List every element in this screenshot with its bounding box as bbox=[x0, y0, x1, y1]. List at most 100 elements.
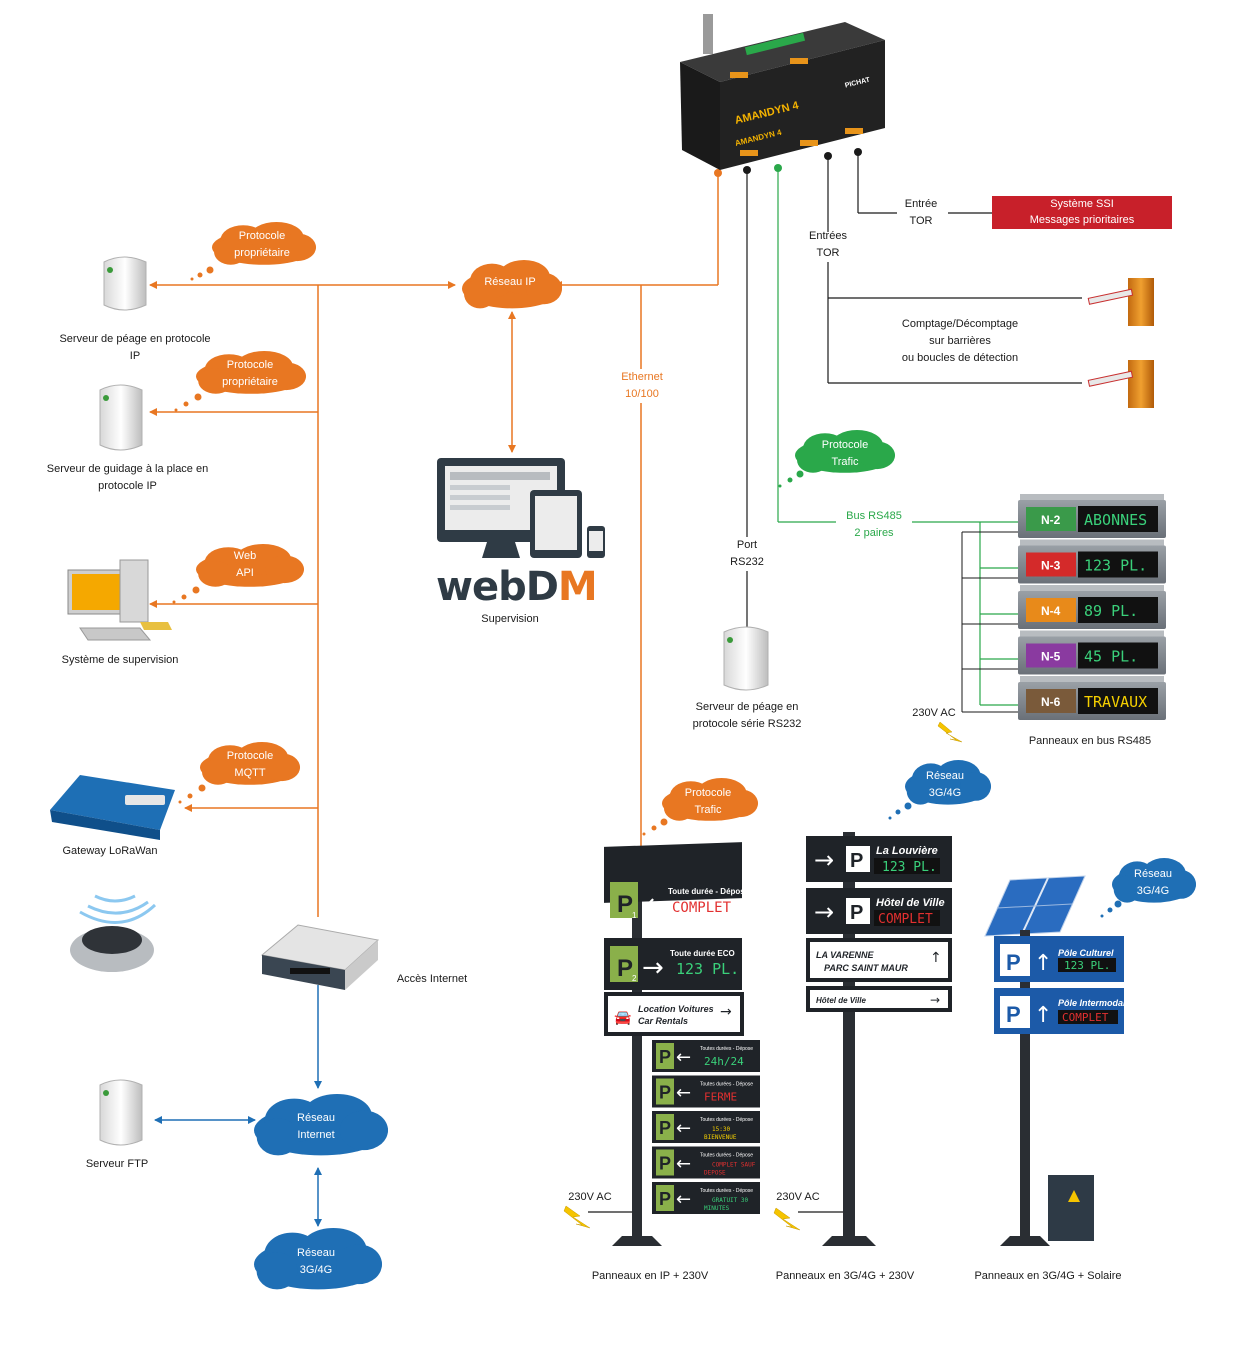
barrier-icon bbox=[1087, 278, 1154, 326]
ac-bus-label: 230V AC bbox=[912, 707, 956, 719]
g3-sign-4-text: Hôtel de Ville bbox=[816, 996, 866, 1005]
solar-sign-2-name: Pôle Intermodal bbox=[1058, 998, 1126, 1008]
cloud-internet bbox=[254, 1094, 388, 1156]
lightning-icon bbox=[937, 721, 963, 743]
svg-text:↑: ↑ bbox=[1034, 951, 1052, 976]
panneaux-ip-label: Panneaux en IP + 230V bbox=[591, 1270, 709, 1282]
g3-sign-pole: → P La Louvière 123 PL. → P Hôtel de Vil… bbox=[806, 832, 952, 1246]
clouds bbox=[172, 222, 1196, 1290]
sign-p2-value: 123 PL. bbox=[676, 960, 739, 978]
supervision-system-label: Système de supervision bbox=[61, 654, 179, 666]
bus-panel-level: N-4 bbox=[1041, 604, 1061, 618]
svg-text:P: P bbox=[850, 902, 863, 924]
small-sign-value: DEPOSE bbox=[704, 1170, 726, 1177]
g3-sign-3-line2: PARC SAINT MAUR bbox=[824, 963, 908, 973]
svg-text:↑: ↑ bbox=[1034, 1003, 1052, 1028]
svg-text:2: 2 bbox=[632, 974, 637, 983]
cloud-3g-bottom bbox=[254, 1228, 382, 1290]
amandyn-controller: AMANDYN 4 AMANDYN 4 PICHAT bbox=[680, 14, 885, 170]
solar-sign-2-value: COMPLET bbox=[1062, 1011, 1109, 1024]
svg-text:←: ← bbox=[676, 1083, 691, 1104]
small-sign-value: 24h/24 bbox=[704, 1055, 744, 1068]
small-sign-value: BIENVENUE bbox=[704, 1134, 737, 1141]
svg-text:↑: ↑ bbox=[930, 950, 942, 966]
small-sign-title: Toutes durées - Dépose bbox=[700, 1082, 753, 1088]
small-sign-title: Toutes durées - Dépose bbox=[700, 1046, 753, 1052]
small-sign-value: GRATUIT 30 bbox=[712, 1197, 749, 1204]
svg-text:P: P bbox=[1006, 950, 1021, 975]
small-sign-title: Toutes durées - Dépose bbox=[700, 1117, 753, 1123]
sign-p1-title: Toute durée - Dépose bbox=[668, 887, 750, 896]
svg-text:P: P bbox=[850, 850, 863, 872]
solar-sign-pole: P ↑ Pôle Culturel 123 PL. P ↑ Pôle Inter… bbox=[984, 875, 1126, 1246]
svg-text:P: P bbox=[659, 1154, 671, 1174]
svg-text:1: 1 bbox=[632, 911, 637, 920]
cloud-proto-prop-2 bbox=[174, 351, 307, 412]
ip-network-lines bbox=[149, 175, 719, 917]
lightning-icon bbox=[773, 1207, 801, 1231]
sign-rental-2: Car Rentals bbox=[638, 1016, 688, 1026]
cloud-trafic-green bbox=[778, 430, 895, 488]
solar-sign-1-name: Pôle Culturel bbox=[1058, 948, 1114, 958]
gateway-label: Gateway LoRaWan bbox=[62, 845, 158, 857]
svg-text:P: P bbox=[659, 1118, 671, 1138]
svg-text:P: P bbox=[617, 955, 633, 982]
barrier-icon bbox=[1087, 360, 1154, 408]
router-icon bbox=[260, 924, 380, 990]
ssi-system-box: Système SSI Messages prioritaires bbox=[992, 196, 1172, 229]
small-sign-value: 15:30 bbox=[712, 1126, 730, 1133]
g3-sign-3-line1: LA VARENNE bbox=[816, 950, 874, 960]
small-sign-value: COMPLET SAUF bbox=[712, 1162, 756, 1169]
rs485-bus-lines bbox=[777, 170, 1022, 706]
computer-icon bbox=[67, 559, 172, 641]
small-sign-title: Toutes durées - Dépose bbox=[700, 1153, 753, 1159]
ssi-line1: Système SSI bbox=[1050, 198, 1114, 210]
gateway-icon bbox=[50, 775, 175, 840]
bus-panel-level: N-5 bbox=[1041, 650, 1061, 664]
ip-sign-pole: P 1 ← Toute durée - Dépose COMPLET P 2 →… bbox=[604, 842, 750, 1246]
svg-text:→: → bbox=[814, 898, 834, 926]
bus-panel-text: 45 PL. bbox=[1084, 648, 1138, 666]
svg-text:←: ← bbox=[676, 1118, 691, 1139]
wifi-signal-icon bbox=[79, 894, 157, 924]
svg-text:←: ← bbox=[676, 1189, 691, 1210]
solar-sign-1-value: 123 PL. bbox=[1064, 959, 1110, 972]
cloud-mqtt bbox=[178, 742, 300, 804]
small-sign-value: FERME bbox=[704, 1091, 737, 1104]
small-sign-value: MINUTES bbox=[704, 1205, 730, 1212]
sign-p2-title: Toute durée ECO bbox=[670, 949, 735, 958]
cloud-trafic-orange bbox=[642, 778, 758, 836]
server-icon bbox=[99, 1079, 143, 1146]
lora-sensor-icon bbox=[70, 926, 154, 972]
panneaux-solaire-label: Panneaux en 3G/4G + Solaire bbox=[974, 1270, 1122, 1282]
power-lines-bus bbox=[961, 531, 1022, 713]
bus-panel-text: 123 PL. bbox=[1084, 557, 1147, 575]
cloud-3g-right bbox=[1100, 858, 1196, 918]
bus-panel-level: N-2 bbox=[1041, 513, 1061, 527]
cloud-proto-prop-1 bbox=[190, 222, 316, 281]
cloud-reseau-ip-text: Réseau IP bbox=[484, 276, 536, 288]
